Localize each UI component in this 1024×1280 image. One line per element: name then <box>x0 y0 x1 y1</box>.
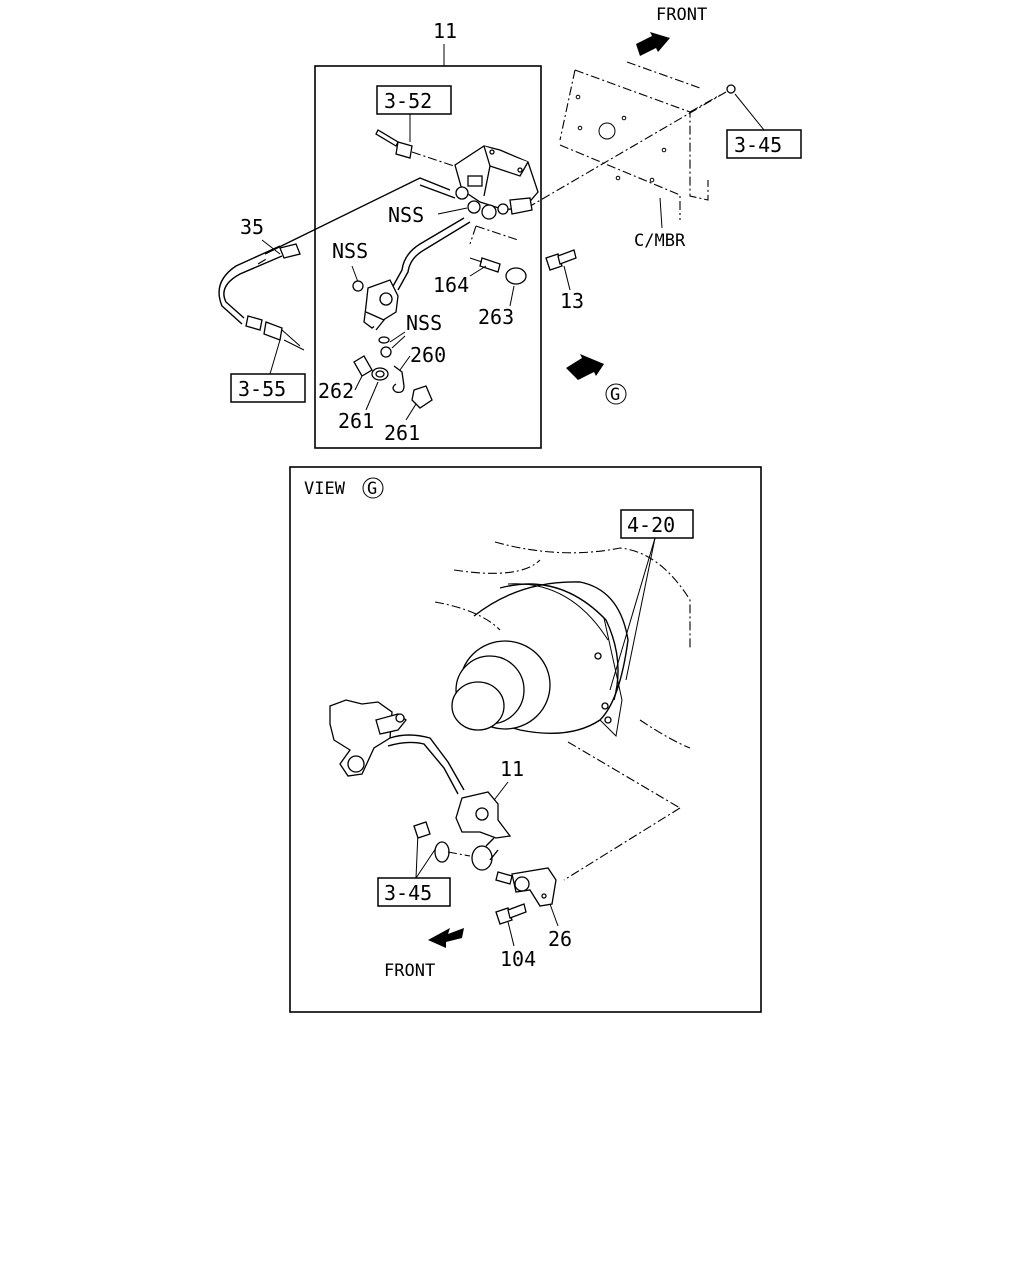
bushing-icon <box>471 845 493 871</box>
part-263: 263 <box>478 305 514 329</box>
bolt-icon <box>545 249 577 271</box>
c-mbr-label: C/MBR <box>634 231 686 251</box>
ref-box-3-52[interactable] <box>376 85 452 115</box>
hose-icon <box>218 243 305 351</box>
view-marker-circle <box>605 383 627 405</box>
link-icon <box>392 365 405 394</box>
cross-member <box>559 61 721 220</box>
nss-label-3: NSS <box>406 311 442 335</box>
front-arrow-icon <box>428 928 464 948</box>
bolt-icon <box>375 129 413 159</box>
ref-4-20: 4-20 <box>627 513 675 537</box>
view-g-panel: VIEW G 4-20 <box>289 466 762 1013</box>
bolt-icon <box>469 257 501 273</box>
ref-box-3-55[interactable] <box>230 373 306 403</box>
part-262: 262 <box>318 379 354 403</box>
part-35: 35 <box>240 215 264 239</box>
leveling-valve-icon <box>329 699 465 795</box>
callout-11: 11 <box>433 19 457 43</box>
ref-box-3-45-view[interactable] <box>377 877 451 907</box>
bracket-icon <box>495 867 557 907</box>
part-261b: 261 <box>384 421 420 445</box>
view-g-frame <box>289 466 762 1013</box>
washer-icon <box>434 841 450 863</box>
front-arrow-icon <box>636 32 670 56</box>
nss-label-2: NSS <box>332 239 368 263</box>
view-part-11: 11 <box>500 757 524 781</box>
ref-box-3-45-top[interactable] <box>726 129 802 159</box>
view-front-label: FRONT <box>384 961 435 981</box>
front-label: FRONT <box>656 5 707 25</box>
part-260: 260 <box>410 343 446 367</box>
ref-3-45-view: 3-45 <box>384 881 432 905</box>
cap-icon <box>505 267 527 285</box>
view-direction-arrow-icon <box>566 354 604 380</box>
nut-icon <box>726 84 736 94</box>
top-assembly-view: FRONT 11 3-52 3-45 C/MBR <box>218 5 802 449</box>
part-164: 164 <box>433 273 469 297</box>
washer-icon <box>378 336 390 344</box>
ref-box-4-20[interactable] <box>620 509 694 539</box>
nut-icon <box>380 346 392 358</box>
ref-3-55: 3-55 <box>238 377 286 401</box>
assembly-box <box>314 65 542 449</box>
nut-icon <box>413 821 431 839</box>
nut-icon <box>352 280 364 292</box>
ref-3-45-top: 3-45 <box>734 133 782 157</box>
part-13: 13 <box>560 289 584 313</box>
lever-arm-icon <box>455 791 512 839</box>
pin-icon <box>353 355 373 377</box>
view-marker: G <box>367 479 377 499</box>
transmission-housing-icon <box>434 541 691 749</box>
bolt-icon <box>495 903 527 925</box>
nss-label-1: NSS <box>388 203 424 227</box>
ref-3-52: 3-52 <box>384 89 432 113</box>
view-title: VIEW <box>304 479 346 499</box>
view-part-26: 26 <box>548 927 572 951</box>
lever-arm-icon <box>363 279 399 331</box>
front-arrow: FRONT <box>636 5 707 56</box>
leveling-valve-icon <box>454 145 539 220</box>
bushing-icon <box>411 385 433 409</box>
view-marker-top: G <box>610 385 620 405</box>
part-261a: 261 <box>338 409 374 433</box>
view-part-104: 104 <box>500 947 536 971</box>
